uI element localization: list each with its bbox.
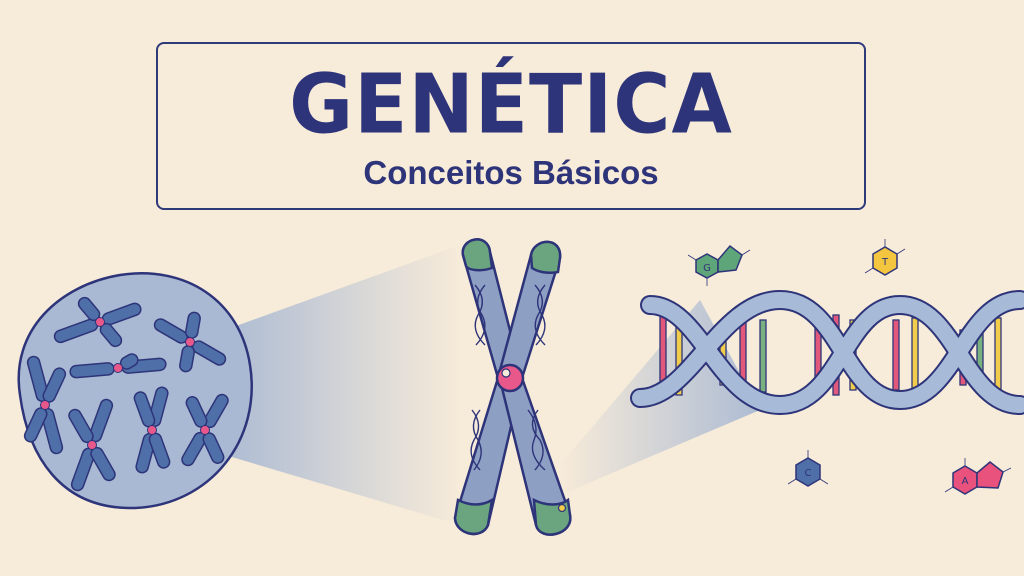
telomere <box>453 497 494 536</box>
zoom-beam-left <box>225 245 460 525</box>
dna-helix <box>630 289 1024 416</box>
base-c-label: C <box>805 468 812 479</box>
title-box: GENÉTICA Conceitos Básicos <box>156 42 866 210</box>
page-title: GENÉTICA <box>289 57 733 153</box>
cell-chromosome <box>68 398 116 492</box>
page-subtitle: Conceitos Básicos <box>363 154 659 191</box>
telomere <box>461 238 494 272</box>
chromosome-x <box>453 238 572 536</box>
cell-chromosome <box>133 386 171 474</box>
base-t: T <box>864 239 906 276</box>
base-g-label: G <box>703 263 711 274</box>
cell-illustration <box>17 272 253 510</box>
base-a-label: A <box>962 476 969 487</box>
cell-chromosome <box>69 353 167 379</box>
base-t-label: T <box>881 257 889 268</box>
centromere <box>495 363 525 393</box>
base-g: G <box>687 244 751 286</box>
base-a: A <box>944 458 1012 495</box>
base-c: C <box>787 450 829 487</box>
telomere <box>529 240 562 275</box>
